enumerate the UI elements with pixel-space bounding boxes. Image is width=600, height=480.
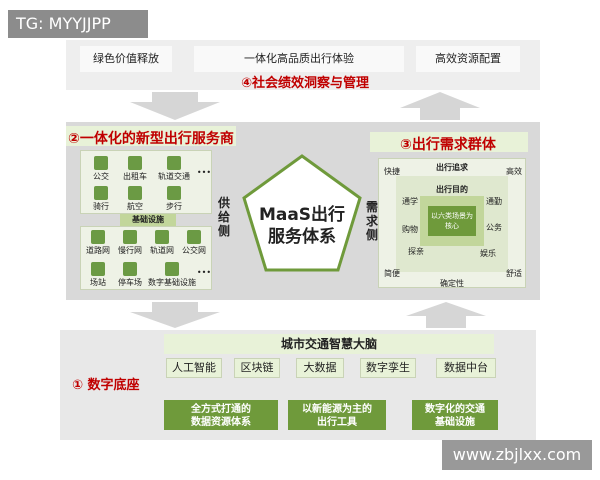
purpose-school: 通学 bbox=[402, 197, 418, 206]
pursuit-certainty: 确定性 bbox=[440, 279, 464, 288]
arrow-up-right-2 bbox=[406, 302, 486, 328]
road-icon bbox=[91, 230, 105, 244]
infra-item-label: 场站 bbox=[90, 278, 106, 287]
infra-item-label: 数字基础设施 bbox=[148, 278, 196, 287]
watermark-top-left: TG: MYYJJPP bbox=[8, 10, 148, 38]
mode-label: 航空 bbox=[127, 202, 143, 211]
maas-subtitle: 服务体系 bbox=[268, 227, 336, 247]
pursuit-efficient: 高效 bbox=[506, 167, 522, 176]
building-icon bbox=[91, 262, 105, 276]
infra-road: 道路网 bbox=[82, 230, 114, 256]
infra-item-label: 公交网 bbox=[182, 246, 206, 255]
maas-title: MaaS出行 bbox=[258, 205, 346, 225]
tech-ai: 人工智能 bbox=[166, 358, 222, 378]
arrow-down-left-2 bbox=[130, 302, 220, 328]
train-icon bbox=[167, 156, 181, 170]
mode-label: 出租车 bbox=[123, 172, 147, 181]
provider-title: ②一体化的新型出行服务商 bbox=[68, 131, 234, 147]
bus-network-icon bbox=[187, 230, 201, 244]
digital-infra-icon bbox=[165, 262, 179, 276]
mode-walk: 步行 bbox=[152, 186, 196, 212]
infra-bus: 公交网 bbox=[178, 230, 210, 256]
mode-bus: 公交 bbox=[84, 156, 118, 182]
tech-data-platform: 数据中台 bbox=[436, 358, 496, 378]
provider-title-bg bbox=[66, 126, 236, 146]
pursuit-comfort: 舒适 bbox=[506, 269, 522, 278]
pursuit-title: 出行追求 bbox=[436, 163, 468, 172]
pursuit-simple: 简便 bbox=[384, 269, 400, 278]
demand-core: 以六类场景为核心 bbox=[428, 206, 476, 236]
rail-network-icon bbox=[155, 230, 169, 244]
mode-rail: 轨道交通 bbox=[152, 156, 196, 182]
traffic-brain-title: 城市交通智慧大脑 bbox=[164, 334, 494, 354]
purpose-business: 公务 bbox=[486, 223, 502, 232]
taxi-icon bbox=[128, 156, 142, 170]
maas-pentagon bbox=[242, 154, 362, 272]
tech-bigdata: 大数据 bbox=[296, 358, 344, 378]
bicycle-icon bbox=[94, 186, 108, 200]
bus-icon bbox=[94, 156, 108, 170]
infra-digital: 数字基础设施 bbox=[146, 262, 198, 288]
watermark-bottom-right: www.zbjlxx.com bbox=[442, 440, 592, 470]
mode-label: 轨道交通 bbox=[158, 172, 190, 181]
top-item-resource: 高效资源配置 bbox=[416, 46, 520, 72]
supply-side-label: 供 给 侧 bbox=[217, 196, 230, 238]
social-performance-title: ④社会绩效洞察与管理 bbox=[240, 76, 369, 91]
infra-station: 场站 bbox=[82, 262, 114, 288]
arrow-up-right bbox=[400, 92, 480, 120]
top-item-green-value: 绿色价值释放 bbox=[80, 46, 172, 72]
demand-title-bg bbox=[370, 132, 528, 152]
infra-slow: 慢行网 bbox=[114, 230, 146, 256]
infra-item-label: 道路网 bbox=[86, 246, 110, 255]
mode-label: 步行 bbox=[166, 202, 182, 211]
parking-icon bbox=[123, 262, 137, 276]
purpose-title: 出行目的 bbox=[436, 185, 468, 194]
top-item-experience: 一体化高品质出行体验 bbox=[194, 46, 404, 72]
mode-bike: 骑行 bbox=[84, 186, 118, 212]
tech-blockchain: 区块链 bbox=[234, 358, 280, 378]
purpose-visit: 探亲 bbox=[408, 247, 424, 256]
infra-item-label: 轨道网 bbox=[150, 246, 174, 255]
arrow-down-left bbox=[130, 92, 220, 120]
mode-air: 航空 bbox=[118, 186, 152, 212]
purpose-commute: 通勤 bbox=[486, 197, 502, 206]
purpose-leisure: 娱乐 bbox=[480, 249, 496, 258]
tech-digital-twin: 数字孪生 bbox=[360, 358, 416, 378]
infra-item-label: 停车场 bbox=[118, 278, 142, 287]
purpose-shopping: 购物 bbox=[402, 225, 418, 234]
infra-label: 基础设施 bbox=[120, 214, 176, 226]
new-energy-box: 以新能源为主的出行工具 bbox=[288, 400, 386, 430]
digital-infra-box: 数字化的交通基础设施 bbox=[412, 400, 498, 430]
mode-label: 公交 bbox=[93, 172, 109, 181]
digital-base-title: ① 数字底座 bbox=[72, 378, 140, 393]
data-resource-box: 全方式打通的数据资源体系 bbox=[164, 400, 278, 430]
walking-icon bbox=[167, 186, 181, 200]
infra-parking: 停车场 bbox=[114, 262, 146, 288]
infra-rail: 轨道网 bbox=[146, 230, 178, 256]
more-dots-1: ••• bbox=[196, 168, 212, 177]
more-dots-2: ••• bbox=[196, 268, 212, 277]
mode-taxi: 出租车 bbox=[118, 156, 152, 182]
pursuit-fast: 快捷 bbox=[384, 167, 400, 176]
demand-title: ③出行需求群体 bbox=[400, 137, 496, 153]
pedestrian-icon bbox=[123, 230, 137, 244]
airplane-icon bbox=[128, 186, 142, 200]
demand-side-label: 需 求 侧 bbox=[365, 200, 378, 242]
mode-label: 骑行 bbox=[93, 202, 109, 211]
infra-item-label: 慢行网 bbox=[118, 246, 142, 255]
